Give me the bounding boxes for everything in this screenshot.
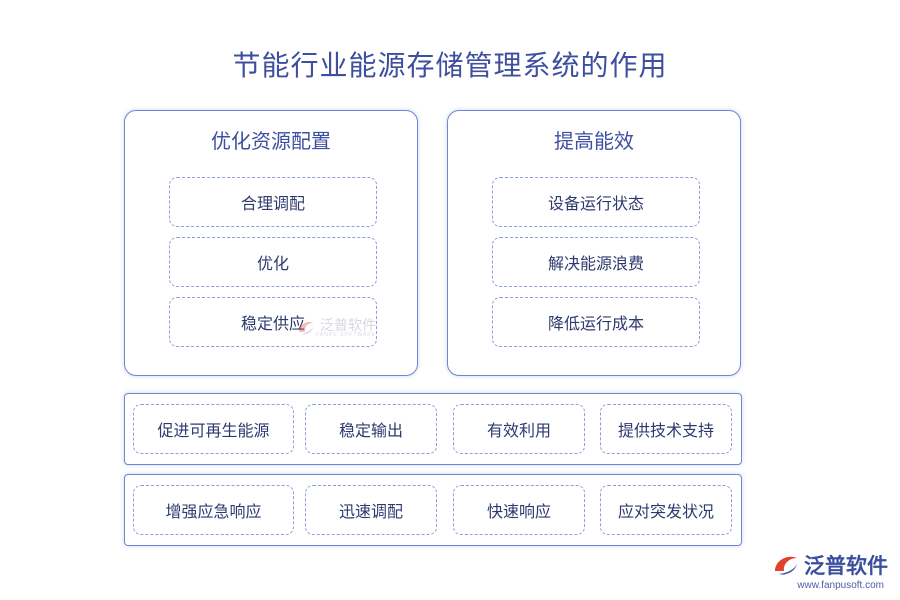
item-reduce-waste: 解决能源浪费 xyxy=(492,237,700,287)
panel-title-optimize-resources: 优化资源配置 xyxy=(211,129,331,153)
brand-logo: 泛普软件 www.fanpusoft.com xyxy=(772,550,888,591)
panel-optimize-resources: 优化资源配置 合理调配 优化 稳定供应 xyxy=(124,110,418,376)
watermark: 泛普软件 FANPU SOFTWARE xyxy=(296,318,376,338)
brand-logo-icon xyxy=(775,556,797,575)
watermark-logo-icon xyxy=(299,322,313,335)
chip-fast-response: 快速响应 xyxy=(453,485,585,535)
item-equipment-status: 设备运行状态 xyxy=(492,177,700,227)
page-title: 节能行业能源存储管理系统的作用 xyxy=(232,49,668,82)
chip-effective-use: 有效利用 xyxy=(453,404,585,454)
strip-row-2: 增强应急响应 迅速调配 快速响应 应对突发状况 xyxy=(124,474,742,546)
chip-tech-support: 提供技术支持 xyxy=(600,404,732,454)
chip-quick-dispatch: 迅速调配 xyxy=(305,485,437,535)
brand-logo-url: www.fanpusoft.com xyxy=(797,580,884,591)
item-stable-supply: 稳定供应 xyxy=(169,297,377,347)
panel-title-improve-efficiency: 提高能效 xyxy=(554,129,634,153)
chip-renewable: 促进可再生能源 xyxy=(133,404,294,454)
watermark-text: 泛普软件 xyxy=(320,317,376,333)
item-optimize: 优化 xyxy=(169,237,377,287)
brand-logo-text: 泛普软件 xyxy=(804,555,888,578)
strip-row-1: 促进可再生能源 稳定输出 有效利用 提供技术支持 xyxy=(124,393,742,465)
chip-handle-emergency: 应对突发状况 xyxy=(600,485,732,535)
watermark-subtext: FANPU SOFTWARE xyxy=(316,332,377,338)
chip-stable-output: 稳定输出 xyxy=(305,404,437,454)
panel-improve-efficiency: 提高能效 设备运行状态 解决能源浪费 降低运行成本 xyxy=(447,110,741,376)
item-rational-allocation: 合理调配 xyxy=(169,177,377,227)
chip-emergency-response: 增强应急响应 xyxy=(133,485,294,535)
item-lower-cost: 降低运行成本 xyxy=(492,297,700,347)
